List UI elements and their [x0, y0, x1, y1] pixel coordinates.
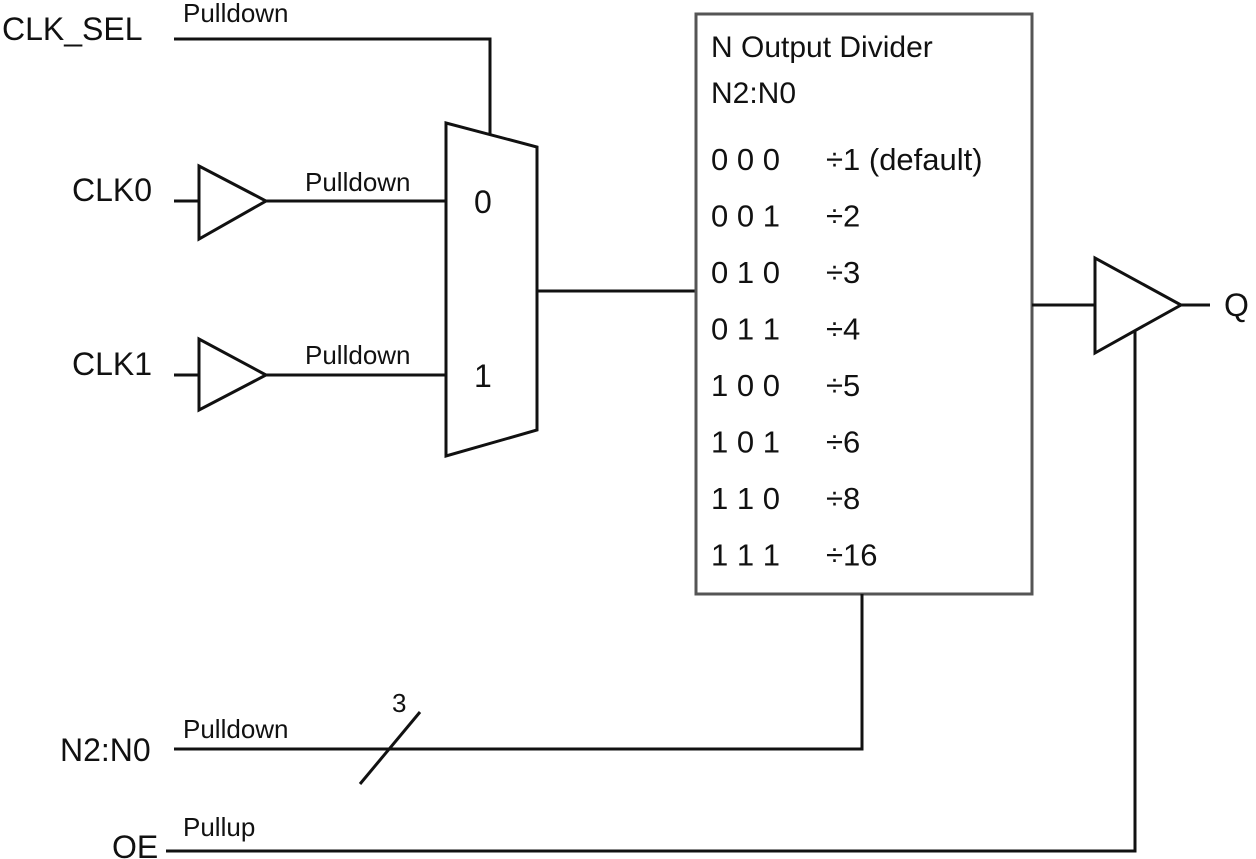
bus-width-label: 3 [392, 688, 406, 718]
bus-slash-mark [358, 711, 422, 785]
divider-row-code: 1 1 0 [711, 481, 780, 516]
divider-row-ratio: ÷2 [826, 199, 860, 234]
clk-sel-pull-label: Pulldown [183, 0, 289, 28]
divider-row-ratio: ÷8 [826, 481, 860, 516]
divider-row-code: 0 0 1 [711, 199, 780, 234]
divider-row-code: 0 1 1 [711, 312, 780, 347]
n-output-divider-block [694, 12, 1034, 596]
divider-row-code: 1 0 0 [711, 368, 780, 403]
clk1-buffer [197, 336, 270, 413]
output-buffer [1093, 255, 1185, 356]
divider-row-code: 0 0 0 [711, 142, 780, 177]
divider-row-ratio: ÷5 [826, 368, 860, 403]
oe-wire [166, 331, 1137, 853]
divider-row-ratio: ÷4 [826, 312, 860, 347]
clock-mux [444, 121, 539, 458]
divider-row-code: 1 1 1 [711, 538, 780, 573]
divider-table: 0 0 0 ÷1 (default) 0 0 1 ÷2 0 1 0 ÷3 0 1 1 ÷4 1 … [711, 142, 983, 573]
divider-row-code: 1 0 1 [711, 425, 780, 460]
n-sel-pull-label: Pulldown [183, 714, 289, 744]
divider-subtitle: N2:N0 [711, 77, 796, 110]
divider-title: N Output Divider [711, 31, 933, 64]
divider-row-ratio: ÷6 [826, 425, 860, 460]
clk-sel-label: CLK_SEL [2, 11, 143, 47]
n-sel-label: N2:N0 [60, 732, 151, 768]
clk1-pull-label: Pulldown [305, 340, 411, 370]
divider-row-ratio: ÷3 [826, 255, 860, 290]
clk1-label: CLK1 [72, 346, 152, 382]
oe-pull-label: Pullup [183, 812, 255, 842]
divider-row-code: 0 1 0 [711, 255, 780, 290]
mux-input-1-label: 1 [474, 358, 492, 394]
oe-label: OE [112, 829, 158, 859]
clk0-buffer [197, 163, 270, 242]
clk0-label: CLK0 [72, 172, 152, 208]
divider-row-ratio: ÷16 [826, 538, 878, 573]
clk0-pull-label: Pulldown [305, 167, 411, 197]
clk-sel-wire [174, 37, 492, 136]
mux-input-0-label: 0 [474, 184, 492, 220]
q-label: Q [1224, 287, 1249, 323]
n-sel-bus-wire [174, 594, 864, 751]
divider-row-ratio: ÷1 (default) [826, 142, 983, 177]
